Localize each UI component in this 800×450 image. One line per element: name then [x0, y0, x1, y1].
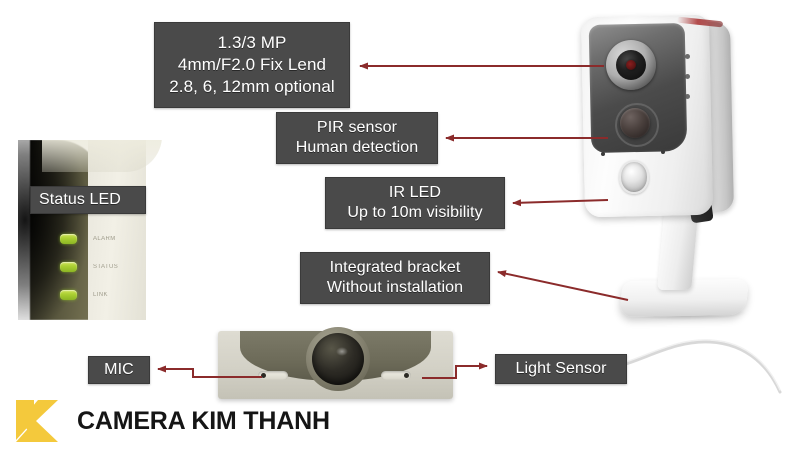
mic-port-hole: [261, 373, 266, 378]
status-led-top-highlight: [42, 140, 162, 172]
status-led-row: LINK: [60, 286, 156, 304]
callout-ir-led[interactable]: IR LED Up to 10m visibility: [325, 177, 505, 229]
camera-cable: [600, 339, 782, 394]
status-led-closeup: ALARM STATUS LINK: [12, 140, 162, 320]
callout-line: IR LED: [388, 183, 442, 201]
camera-indicator-dot: [685, 74, 690, 79]
callout-integrated-bracket[interactable]: Integrated bracket Without installation: [300, 252, 490, 304]
callout-line: Integrated bracket: [329, 258, 461, 276]
callout-line: Status LED: [39, 190, 121, 208]
mic-port: [258, 371, 288, 380]
callout-line: MIC: [104, 360, 134, 378]
microphone-hole: [661, 150, 665, 154]
camera-front-detail-view: [218, 327, 453, 399]
light-sensor-port-hole: [404, 373, 409, 378]
callout-pir-sensor[interactable]: PIR sensor Human detection: [276, 112, 438, 164]
callout-lens-spec[interactable]: 1.3/3 MP 4mm/F2.0 Fix Lend 2.8, 6, 12mm …: [154, 22, 350, 108]
callout-light-sensor[interactable]: Light Sensor: [495, 354, 627, 384]
pir-sensor-bezel: [615, 103, 659, 147]
status-led-row: ALARM: [60, 230, 156, 248]
alarm-led-indicator: [60, 234, 77, 244]
brand-watermark: CAMERA KIM THANH: [14, 398, 330, 444]
callout-line: Up to 10m visibility: [347, 204, 483, 221]
detail-lens-highlight: [336, 347, 348, 356]
brand-name: CAMERA KIM THANH: [77, 406, 330, 435]
camera-indicator-dot: [685, 54, 690, 59]
link-led-indicator: [60, 290, 77, 300]
callout-line: 2.8, 6, 12mm optional: [169, 76, 335, 96]
status-led-label: STATUS: [93, 264, 119, 270]
status-led-row: STATUS: [60, 258, 156, 276]
kim-thanh-k-logo-icon: [16, 400, 58, 442]
microphone-hole: [601, 152, 605, 156]
callout-line: 4mm/F2.0 Fix Lend: [177, 55, 327, 75]
callout-line: Without installation: [326, 279, 464, 296]
camera-indicator-dot: [685, 94, 690, 99]
ip-camera-product-photo: [565, 8, 780, 338]
status-led-indicator: [60, 262, 77, 272]
callout-line: Human detection: [295, 139, 419, 156]
link-led-label: LINK: [93, 292, 108, 298]
callout-status-led[interactable]: Status LED: [30, 186, 146, 214]
pir-sensor-dome: [620, 108, 650, 138]
detail-lens-dome: [312, 333, 364, 385]
alarm-led-label: ALARM: [93, 236, 116, 242]
camera-lens-aperture: [626, 60, 636, 70]
ir-led-emitter: [619, 160, 649, 194]
callout-line: 1.3/3 MP: [217, 33, 287, 53]
callout-line: PIR sensor: [316, 118, 398, 136]
callout-line: Light Sensor: [515, 359, 607, 377]
light-sensor-port: [381, 371, 411, 380]
callout-mic[interactable]: MIC: [88, 356, 150, 384]
